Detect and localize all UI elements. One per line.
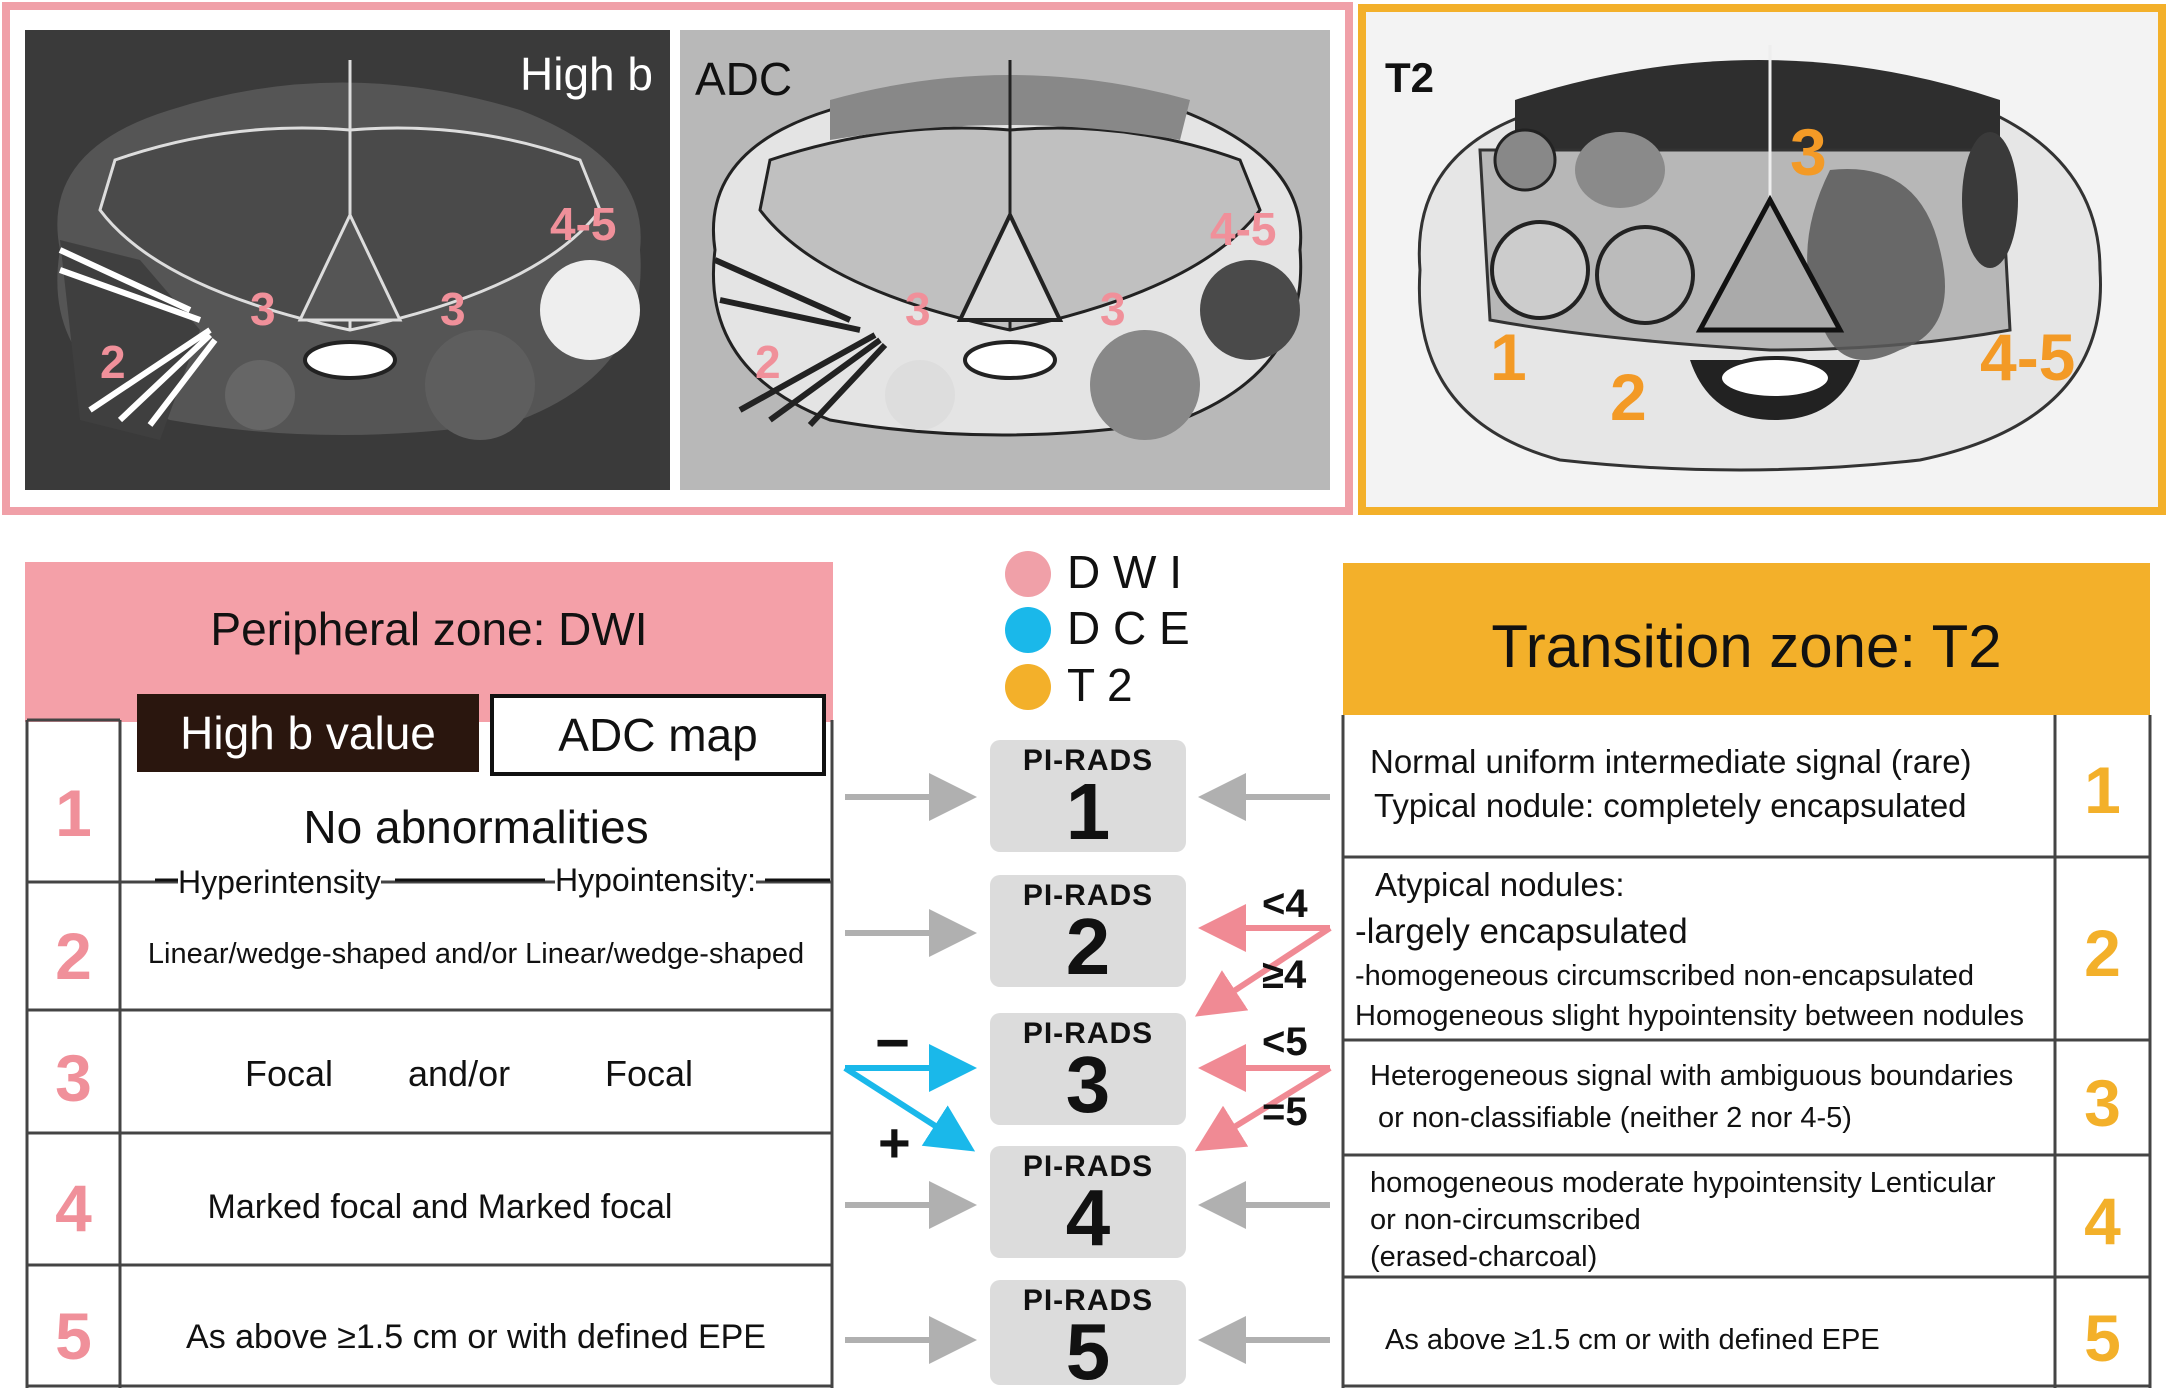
peripheral-title: Peripheral zone: DWI: [210, 603, 648, 655]
transition-score-1: 1: [2084, 753, 2121, 827]
t2-zone-2: 2: [1610, 360, 1647, 434]
lt5-label: <5: [1262, 1020, 1308, 1064]
high-b-zone-3b: 3: [440, 283, 466, 335]
transition-row-3-line-1: Heterogeneous signal with ambiguous boun…: [1370, 1060, 2014, 1092]
transition-row-5: As above ≥1.5 cm or with defined EPE: [1385, 1320, 2045, 1360]
adc-zone-45: 4-5: [1210, 203, 1276, 255]
pirads-box-3-label: PI-RADS: [1022, 1017, 1154, 1050]
legend-label-t2: T 2: [1067, 659, 1133, 711]
transition-score-3: 3: [2084, 1066, 2121, 1140]
pirads-box-1: PI-RADS 1: [990, 740, 1186, 852]
transition-score-2: 2: [2084, 916, 2121, 990]
peripheral-table: Peripheral zone: DWI High b value ADC ma…: [25, 562, 833, 1387]
high-b-label: High b: [520, 48, 653, 100]
pirads-box-1-score: 1: [1065, 767, 1111, 856]
adc-zone-3a: 3: [905, 283, 931, 335]
pirads-box-2: PI-RADS 2: [990, 875, 1186, 987]
mri-panels: High b 2 3 3 4-5 ADC 2 3 3 4-5 T2 1: [2, 2, 2166, 515]
t2-arrows: [1198, 773, 1330, 1364]
transition-row-2: Atypical nodules: -largely encapsulated …: [1355, 862, 2055, 1036]
legend-label-dce: D C E: [1067, 602, 1190, 654]
high-b-zone-2: 2: [100, 336, 126, 388]
pirads-box-4-label: PI-RADS: [1022, 1150, 1154, 1183]
adc-map-label: ADC map: [490, 694, 826, 776]
high-b-zone-3a: 3: [250, 283, 276, 335]
legend-dot-dce: [1005, 607, 1051, 653]
peripheral-text-3-mid: and/or: [408, 1053, 511, 1094]
high-b-zone-45: 4-5: [550, 198, 616, 250]
pirads-box-4-score: 4: [1065, 1173, 1111, 1262]
legend-dot-t2: [1005, 664, 1051, 710]
t2-prostate-drawing: [1417, 45, 2102, 472]
pirads-box-2-label: PI-RADS: [1022, 879, 1154, 912]
pirads-box-5: PI-RADS 5: [990, 1280, 1186, 1396]
transition-row-4-line-1: homogeneous moderate hypointensity Lenti…: [1370, 1167, 1996, 1199]
hyperintensity-label: Hyperintensity: [178, 864, 381, 901]
transition-row-2-line-3: -homogeneous circumscribed non-encapsula…: [1355, 960, 1975, 992]
peripheral-text-4: Marked focal and Marked focal: [207, 1188, 673, 1226]
pirads-box-1-label: PI-RADS: [1022, 744, 1154, 777]
t2-zone-45: 4-5: [1980, 320, 2075, 394]
legend-label-dwi: D W I: [1067, 546, 1182, 598]
transition-row-5-line-1: As above ≥1.5 cm or with defined EPE: [1385, 1324, 1880, 1356]
peripheral-text-5: As above ≥1.5 cm or with defined EPE: [186, 1318, 766, 1356]
adc-label: ADC: [695, 53, 792, 105]
legend-dot-dwi: [1005, 551, 1051, 597]
hypointensity-label: Hypointensity:: [555, 862, 756, 899]
dwi-panel-frame: [2, 2, 1353, 515]
transition-row-2-line-4: Homogeneous slight hypointensity between…: [1355, 1000, 2025, 1032]
high-b-value-label: High b value: [137, 694, 479, 772]
peripheral-text-1: No abnormalities: [303, 801, 649, 853]
peripheral-text-3-left: Focal: [245, 1053, 334, 1094]
legend-item-t2: T 2: [1005, 658, 1225, 713]
high-b-prostate-drawing: [57, 60, 641, 440]
t2-zone-1: 1: [1490, 320, 1527, 394]
peripheral-text-3-right: Focal: [605, 1053, 694, 1094]
peripheral-score-5: 5: [55, 1299, 92, 1373]
pirads-box-2-score: 2: [1065, 902, 1111, 991]
transition-title: Transition zone: T2: [1491, 613, 2002, 680]
lt4-label: <4: [1262, 882, 1308, 926]
transition-row-2-line-2: -largely encapsulated: [1355, 912, 1688, 951]
legend-item-dwi: D W I: [1005, 545, 1225, 600]
legend-item-dce: D C E: [1005, 601, 1225, 656]
transition-row-4: homogeneous moderate hypointensity Lenti…: [1370, 1165, 2050, 1276]
transition-row-3: Heterogeneous signal with ambiguous boun…: [1370, 1055, 2050, 1139]
transition-row-2-line-1: Atypical nodules:: [1375, 866, 1625, 903]
pirads-box-3-score: 3: [1065, 1040, 1111, 1129]
adc-prostate-drawing: [712, 60, 1303, 440]
pirads-box-3: PI-RADS 3: [990, 1013, 1186, 1125]
peripheral-text-2: Linear/wedge-shaped and/or Linear/wedge-…: [147, 938, 805, 970]
t2-label: T2: [1385, 54, 1434, 101]
transition-row-3-line-2: or non-classifiable (neither 2 nor 4-5): [1378, 1102, 1852, 1134]
pirads-box-5-label: PI-RADS: [1022, 1284, 1154, 1317]
pirads-box-4: PI-RADS 4: [990, 1146, 1186, 1258]
peripheral-score-3: 3: [55, 1041, 92, 1115]
adc-zone-3b: 3: [1100, 283, 1126, 335]
transition-row-1: Normal uniform intermediate signal (rare…: [1370, 740, 2050, 828]
transition-row-1-line-2: Typical nodule: completely encapsulated: [1374, 787, 1967, 824]
adc-zone-2: 2: [755, 336, 781, 388]
transition-row-1-line-1: Normal uniform intermediate signal (rare…: [1370, 743, 1972, 780]
legend: D W I D C E T 2: [1005, 545, 1225, 715]
t2-zone-3: 3: [1790, 115, 1827, 189]
peripheral-score-4: 4: [55, 1171, 92, 1245]
transition-row-4-line-2: or non-circumscribed: [1370, 1204, 1641, 1236]
transition-score-5: 5: [2084, 1301, 2121, 1375]
transition-row-4-line-3: (erased-charcoal): [1370, 1241, 1598, 1273]
ge4-label: ≥4: [1262, 953, 1307, 997]
dce-minus-label: −: [875, 1009, 911, 1076]
peripheral-score-2: 2: [55, 919, 92, 993]
dce-plus-label: +: [878, 1111, 911, 1174]
eq5-label: =5: [1262, 1090, 1308, 1134]
pirads-box-5-score: 5: [1065, 1307, 1111, 1396]
peripheral-score-1: 1: [55, 776, 92, 850]
transition-score-4: 4: [2084, 1184, 2121, 1258]
transition-header: [1343, 563, 2150, 715]
